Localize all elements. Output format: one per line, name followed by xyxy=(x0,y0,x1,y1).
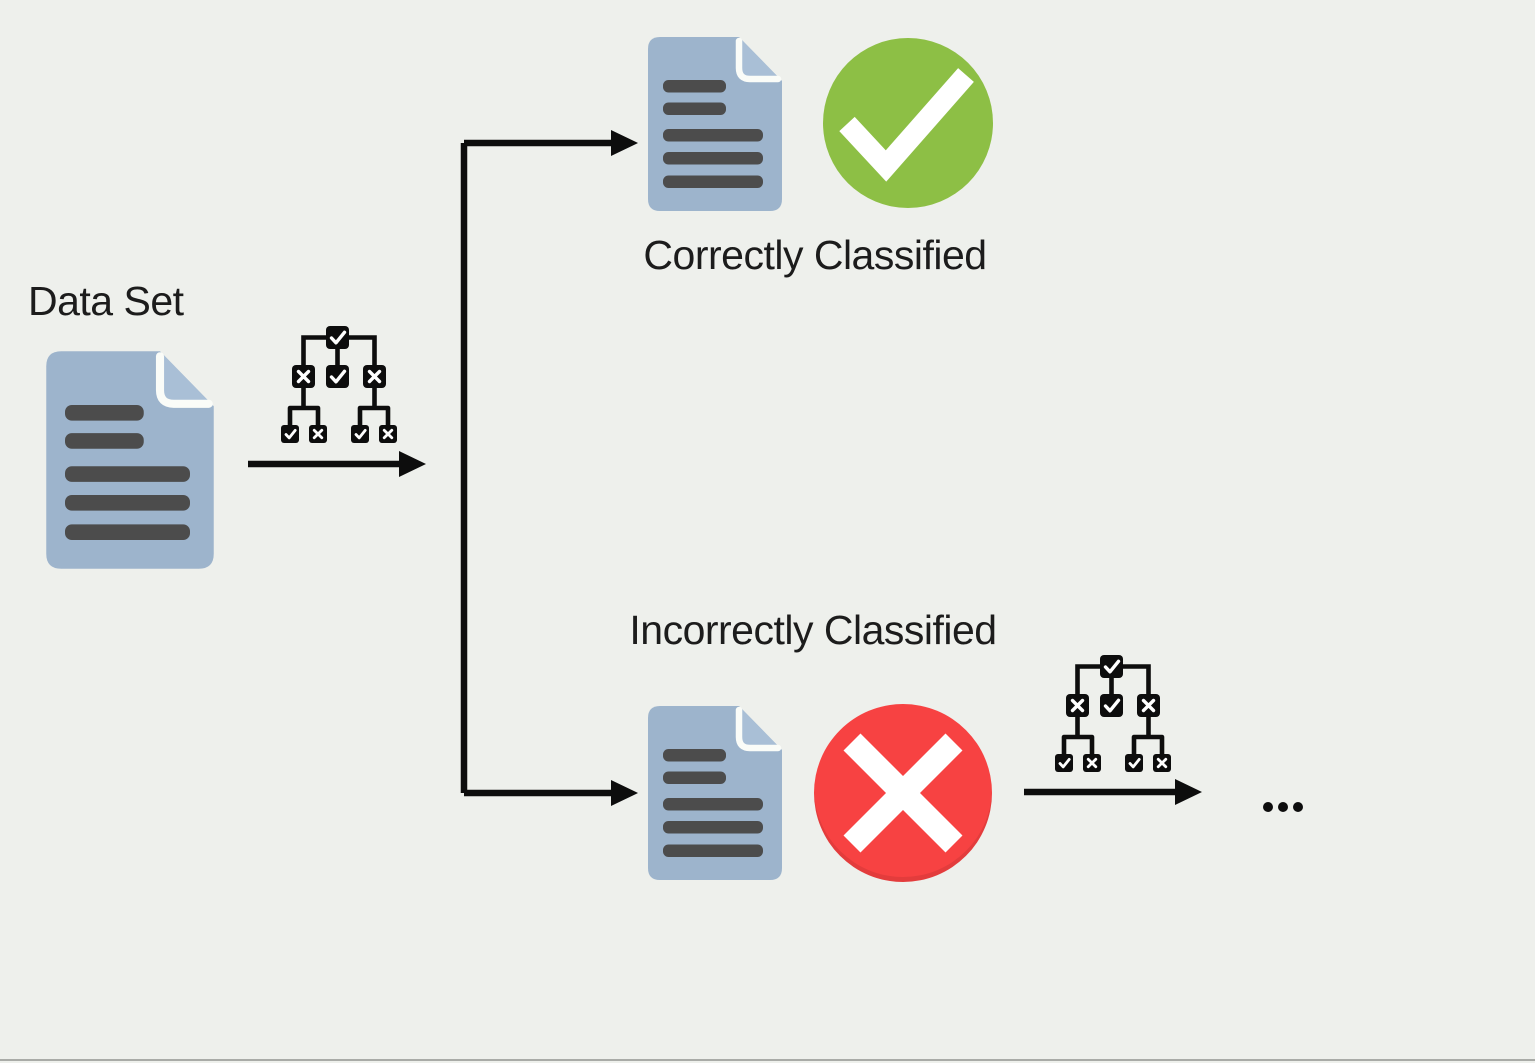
dot-icon xyxy=(1263,802,1273,812)
folded-corner xyxy=(739,706,782,750)
cross-circle-icon xyxy=(814,704,992,882)
dataset-document-icon xyxy=(46,351,214,569)
document-text-lines xyxy=(663,749,763,857)
decision-tree-icon xyxy=(281,326,397,443)
arrow-right-icon xyxy=(1024,779,1202,805)
dot-icon xyxy=(1278,802,1288,812)
bottom-edge-rule xyxy=(0,1059,1535,1061)
arrow-right-icon xyxy=(248,451,426,477)
correct-label: Correctly Classified xyxy=(643,232,987,278)
check-mark xyxy=(839,68,974,182)
cross-mark xyxy=(843,733,963,853)
fold-highlight xyxy=(155,352,213,408)
check-circle-icon xyxy=(823,38,993,208)
folded-corner xyxy=(739,37,782,81)
branch-connector xyxy=(460,130,638,806)
ellipsis-icon xyxy=(1263,802,1303,812)
folded-corner xyxy=(160,351,214,407)
fold-highlight xyxy=(735,37,782,83)
incorrect-document-icon xyxy=(648,706,782,880)
dataset-label: Data Set xyxy=(28,278,184,324)
decision-tree-icon xyxy=(1055,655,1171,772)
document-text-lines xyxy=(65,405,190,540)
document-text-lines xyxy=(663,80,763,188)
correct-document-icon xyxy=(648,37,782,211)
fold-highlight xyxy=(735,706,782,752)
dot-icon xyxy=(1293,802,1303,812)
incorrect-label: Incorrectly Classified xyxy=(629,607,997,653)
